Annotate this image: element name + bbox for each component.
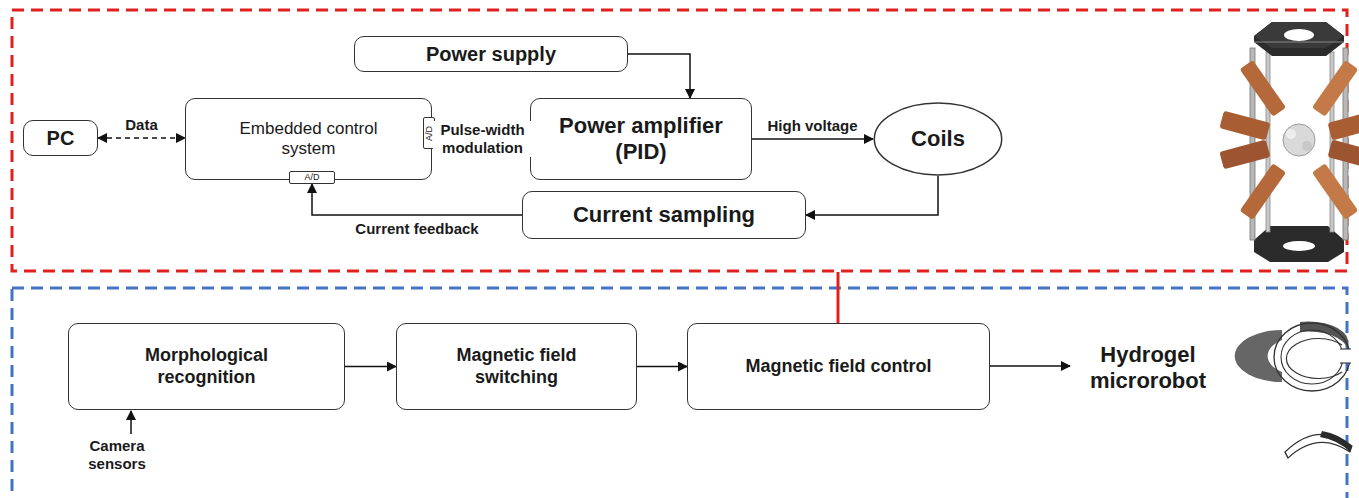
hydrogel-ring [1235, 322, 1352, 404]
connector [637, 366, 687, 368]
pc-box: PC [23, 120, 98, 156]
node-text: Magnetic field control [745, 356, 931, 378]
node-text: Embedded control system [224, 119, 394, 160]
edge-label: Pulse-width modulation [433, 121, 533, 157]
power-box: Power supply [354, 36, 628, 72]
amplifier-box: Power amplifier (PID) [530, 98, 752, 180]
node-text: A/D [304, 172, 319, 183]
output-label: Hydrogel microrobot [1078, 342, 1218, 395]
node-text: Magnetic field switching [432, 345, 602, 388]
hydrogel-strip [1285, 431, 1352, 458]
connector [312, 184, 522, 215]
node-text: Coils [911, 126, 965, 152]
connector [98, 137, 185, 139]
adc-port: A/D [289, 171, 335, 184]
coils-ellipse: Coils [873, 102, 1003, 176]
node-text: Power amplifier (PID) [546, 113, 736, 166]
connector [806, 176, 938, 215]
coil-rig [1219, 22, 1359, 262]
process-box: Magnetic field switching [396, 323, 637, 410]
hardware-region [12, 10, 1347, 271]
input-arrow [130, 411, 132, 434]
node-text: Power supply [426, 42, 556, 66]
node-text: Morphological recognition [122, 345, 292, 388]
edge-label: High voltage [767, 117, 857, 135]
connector [628, 54, 690, 98]
process-box: Morphological recognition [68, 323, 345, 410]
connector [752, 138, 873, 140]
input-label: Camera sensors [72, 437, 162, 473]
sampling-box: Current sampling [522, 191, 806, 239]
control-region [12, 288, 1347, 498]
controller-box: Embedded control systemA/DA/D [185, 98, 432, 180]
output-arrow [990, 365, 1070, 367]
node-text: PC [47, 126, 75, 150]
node-text: Current sampling [573, 202, 755, 228]
process-box: Magnetic field control [687, 323, 990, 410]
edge-label: Current feedback [355, 220, 478, 238]
connector [345, 366, 396, 368]
edge-label: Data [125, 116, 158, 134]
